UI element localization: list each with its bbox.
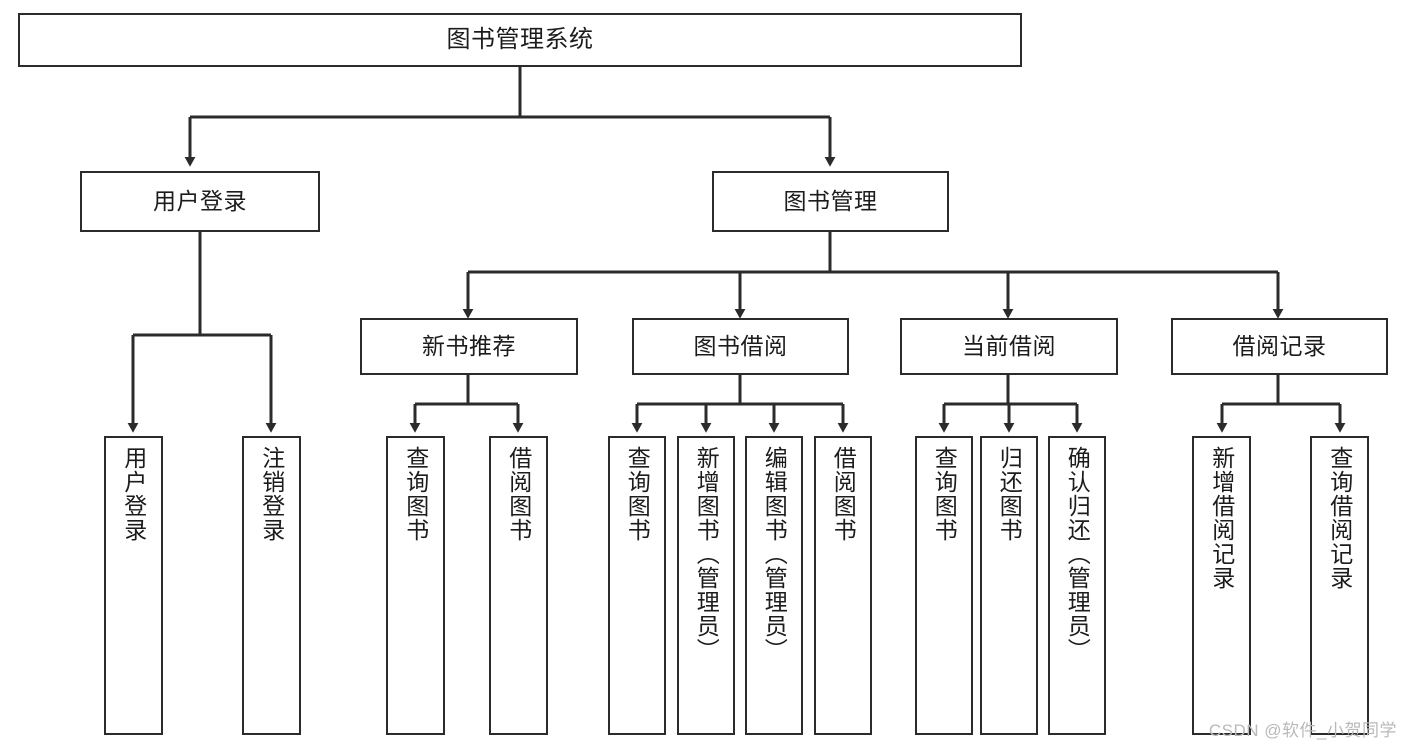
node-leaf-borrow-book-2-label: 借阅图书 [830, 446, 857, 542]
node-book-manage[interactable]: 图书管理 [712, 171, 949, 232]
node-user-login[interactable]: 用户登录 [80, 171, 320, 232]
node-leaf-query-record[interactable]: 查询借阅记录 [1310, 436, 1369, 735]
node-leaf-query-book-1[interactable]: 查询图书 [386, 436, 445, 735]
node-root[interactable]: 图书管理系统 [18, 13, 1022, 67]
node-new-book-rec-label: 新书推荐 [422, 333, 516, 360]
node-leaf-return-book[interactable]: 归还图书 [980, 436, 1038, 735]
node-leaf-borrow-book-1-label: 借阅图书 [505, 446, 532, 542]
node-leaf-logout-label: 注销登录 [258, 446, 285, 542]
node-leaf-add-book[interactable]: 新增图书（管理员） [677, 436, 735, 735]
node-leaf-user-login[interactable]: 用户登录 [104, 436, 163, 735]
node-leaf-logout[interactable]: 注销登录 [242, 436, 301, 735]
node-leaf-query-record-label: 查询借阅记录 [1326, 446, 1353, 590]
node-book-borrow[interactable]: 图书借阅 [632, 318, 849, 375]
node-leaf-query-book-1-label: 查询图书 [402, 446, 429, 542]
node-borrow-record[interactable]: 借阅记录 [1171, 318, 1388, 375]
node-leaf-query-book-3-label: 查询图书 [931, 446, 958, 542]
node-leaf-return-book-label: 归还图书 [996, 446, 1023, 542]
node-leaf-add-book-label: 新增图书（管理员） [693, 446, 720, 662]
node-current-borrow[interactable]: 当前借阅 [900, 318, 1118, 375]
node-leaf-borrow-book-1[interactable]: 借阅图书 [489, 436, 548, 735]
node-leaf-edit-book-label: 编辑图书（管理员） [761, 446, 788, 662]
node-leaf-add-record-label: 新增借阅记录 [1208, 446, 1235, 590]
node-leaf-query-book-2[interactable]: 查询图书 [608, 436, 666, 735]
node-leaf-confirm-return-label: 确认归还（管理员） [1064, 446, 1091, 662]
node-leaf-confirm-return[interactable]: 确认归还（管理员） [1048, 436, 1106, 735]
node-leaf-edit-book[interactable]: 编辑图书（管理员） [745, 436, 803, 735]
node-borrow-record-label: 借阅记录 [1232, 333, 1327, 360]
node-leaf-borrow-book-2[interactable]: 借阅图书 [814, 436, 872, 735]
node-leaf-user-login-label: 用户登录 [120, 446, 147, 542]
node-user-login-label: 用户登录 [153, 188, 247, 215]
watermark: CSDN @软件_小贺同学 [1208, 721, 1397, 740]
node-new-book-rec[interactable]: 新书推荐 [360, 318, 578, 375]
node-book-borrow-label: 图书借阅 [693, 333, 788, 360]
node-leaf-add-record[interactable]: 新增借阅记录 [1192, 436, 1251, 735]
node-current-borrow-label: 当前借阅 [962, 333, 1056, 360]
node-root-label: 图书管理系统 [446, 26, 594, 53]
node-leaf-query-book-2-label: 查询图书 [624, 446, 651, 542]
node-leaf-query-book-3[interactable]: 查询图书 [915, 436, 973, 735]
node-book-manage-label: 图书管理 [783, 188, 878, 215]
